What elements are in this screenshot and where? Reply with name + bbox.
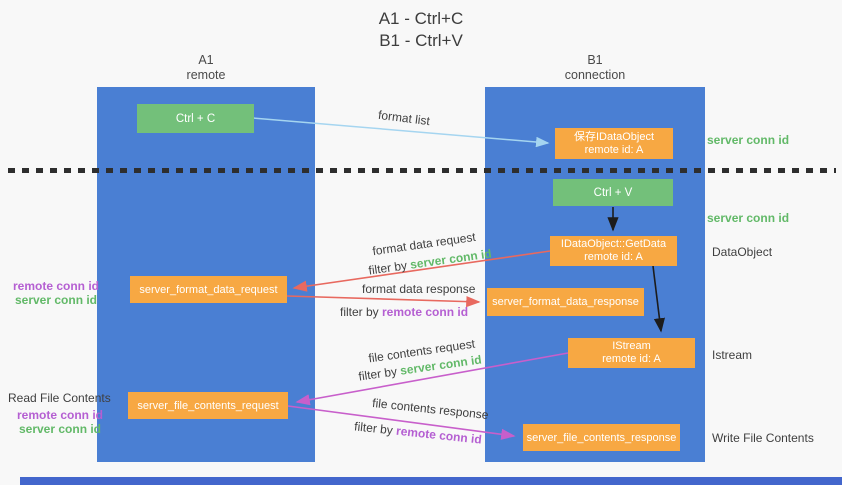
filter-prefix-3: filter by (357, 363, 402, 384)
column-a1-id: A1 (198, 53, 214, 67)
label-filter-by-remote-conn-id-1: filter by remote conn id (340, 305, 468, 319)
node-save-idataobject: 保存IDataObject remote id: A (555, 128, 673, 159)
label-format-list: format list (377, 107, 431, 129)
node-ctrl-v: Ctrl + V (553, 179, 673, 206)
title-line-2: B1 - Ctrl+V (379, 31, 463, 50)
node-server-format-data-response: server_format_data_response (487, 288, 644, 316)
label-remote-conn-id-bottom: remote conn id (16, 408, 103, 422)
node-server-format-data-request-label: server_format_data_request (139, 283, 278, 296)
label-file-contents-response: file contents response (371, 395, 490, 423)
filter-value-4: remote conn id (395, 423, 483, 447)
column-b1-name: connection (564, 68, 626, 82)
node-idataobject-getdata: IDataObject::GetData remote id: A (550, 236, 677, 266)
label-dataobject: DataObject (712, 245, 773, 259)
filter-prefix-1: filter by (367, 257, 412, 278)
node-getdata-line1: IDataObject::GetData (560, 238, 667, 250)
dotted-divider-line (8, 168, 836, 173)
node-server-file-contents-request: server_file_contents_request (128, 392, 288, 419)
node-istream-line2: remote id: A (602, 353, 661, 365)
node-server-file-contents-response: server_file_contents_response (523, 424, 680, 451)
filter-value-2: remote conn id (382, 305, 469, 319)
node-server-format-data-request: server_format_data_request (130, 276, 287, 303)
node-getdata-line2: remote id: A (584, 251, 643, 263)
node-save-idataobject-line2: remote id: A (584, 143, 644, 156)
label-server-conn-id-top: server conn id (707, 133, 790, 147)
label-format-data-response: format data response (362, 282, 476, 296)
node-server-file-contents-request-label: server_file_contents_request (137, 399, 279, 412)
column-b1-id: B1 (587, 53, 603, 67)
label-read-file-contents: Read File Contents (8, 391, 111, 405)
arrow-format-data-response (286, 295, 481, 308)
label-write-file-contents: Write File Contents (712, 431, 814, 445)
label-remote-conn-id-mid: remote conn id (12, 279, 99, 293)
label-server-conn-id-left-bottom: server conn id (18, 422, 102, 436)
label-server-conn-id-left-mid: server conn id (14, 293, 98, 307)
column-a1-name: remote (186, 68, 226, 82)
title-line-1: A1 - Ctrl+C (378, 9, 464, 28)
background-window-edge (20, 477, 842, 485)
label-block-left-mid: remote conn id server conn id (12, 279, 100, 307)
node-ctrl-c-label: Ctrl + C (175, 112, 216, 125)
node-server-format-data-response-label: server_format_data_response (492, 296, 639, 308)
label-istream: Istream (712, 348, 753, 362)
node-ctrl-c: Ctrl + C (137, 104, 254, 133)
filter-prefix-4: filter by (353, 419, 397, 438)
node-server-file-contents-response-label: server_file_contents_response (526, 431, 677, 444)
node-save-idataobject-line1: 保存IDataObject (573, 130, 655, 143)
node-istream-line1: IStream (612, 340, 651, 352)
node-ctrl-v-label: Ctrl + V (593, 186, 633, 199)
column-header-b1: B1 connection (485, 53, 705, 83)
node-istream: IStream remote id: A (568, 338, 695, 368)
label-block-left-bottom: remote conn id server conn id (16, 408, 104, 436)
label-filter-by-remote-conn-id-2: filter by remote conn id (354, 419, 483, 446)
label-server-conn-id-mid: server conn id (707, 211, 790, 225)
diagram-title: A1 - Ctrl+C B1 - Ctrl+V (0, 8, 842, 52)
column-header-a1: A1 remote (97, 53, 315, 83)
filter-prefix-2: filter by (340, 305, 383, 319)
